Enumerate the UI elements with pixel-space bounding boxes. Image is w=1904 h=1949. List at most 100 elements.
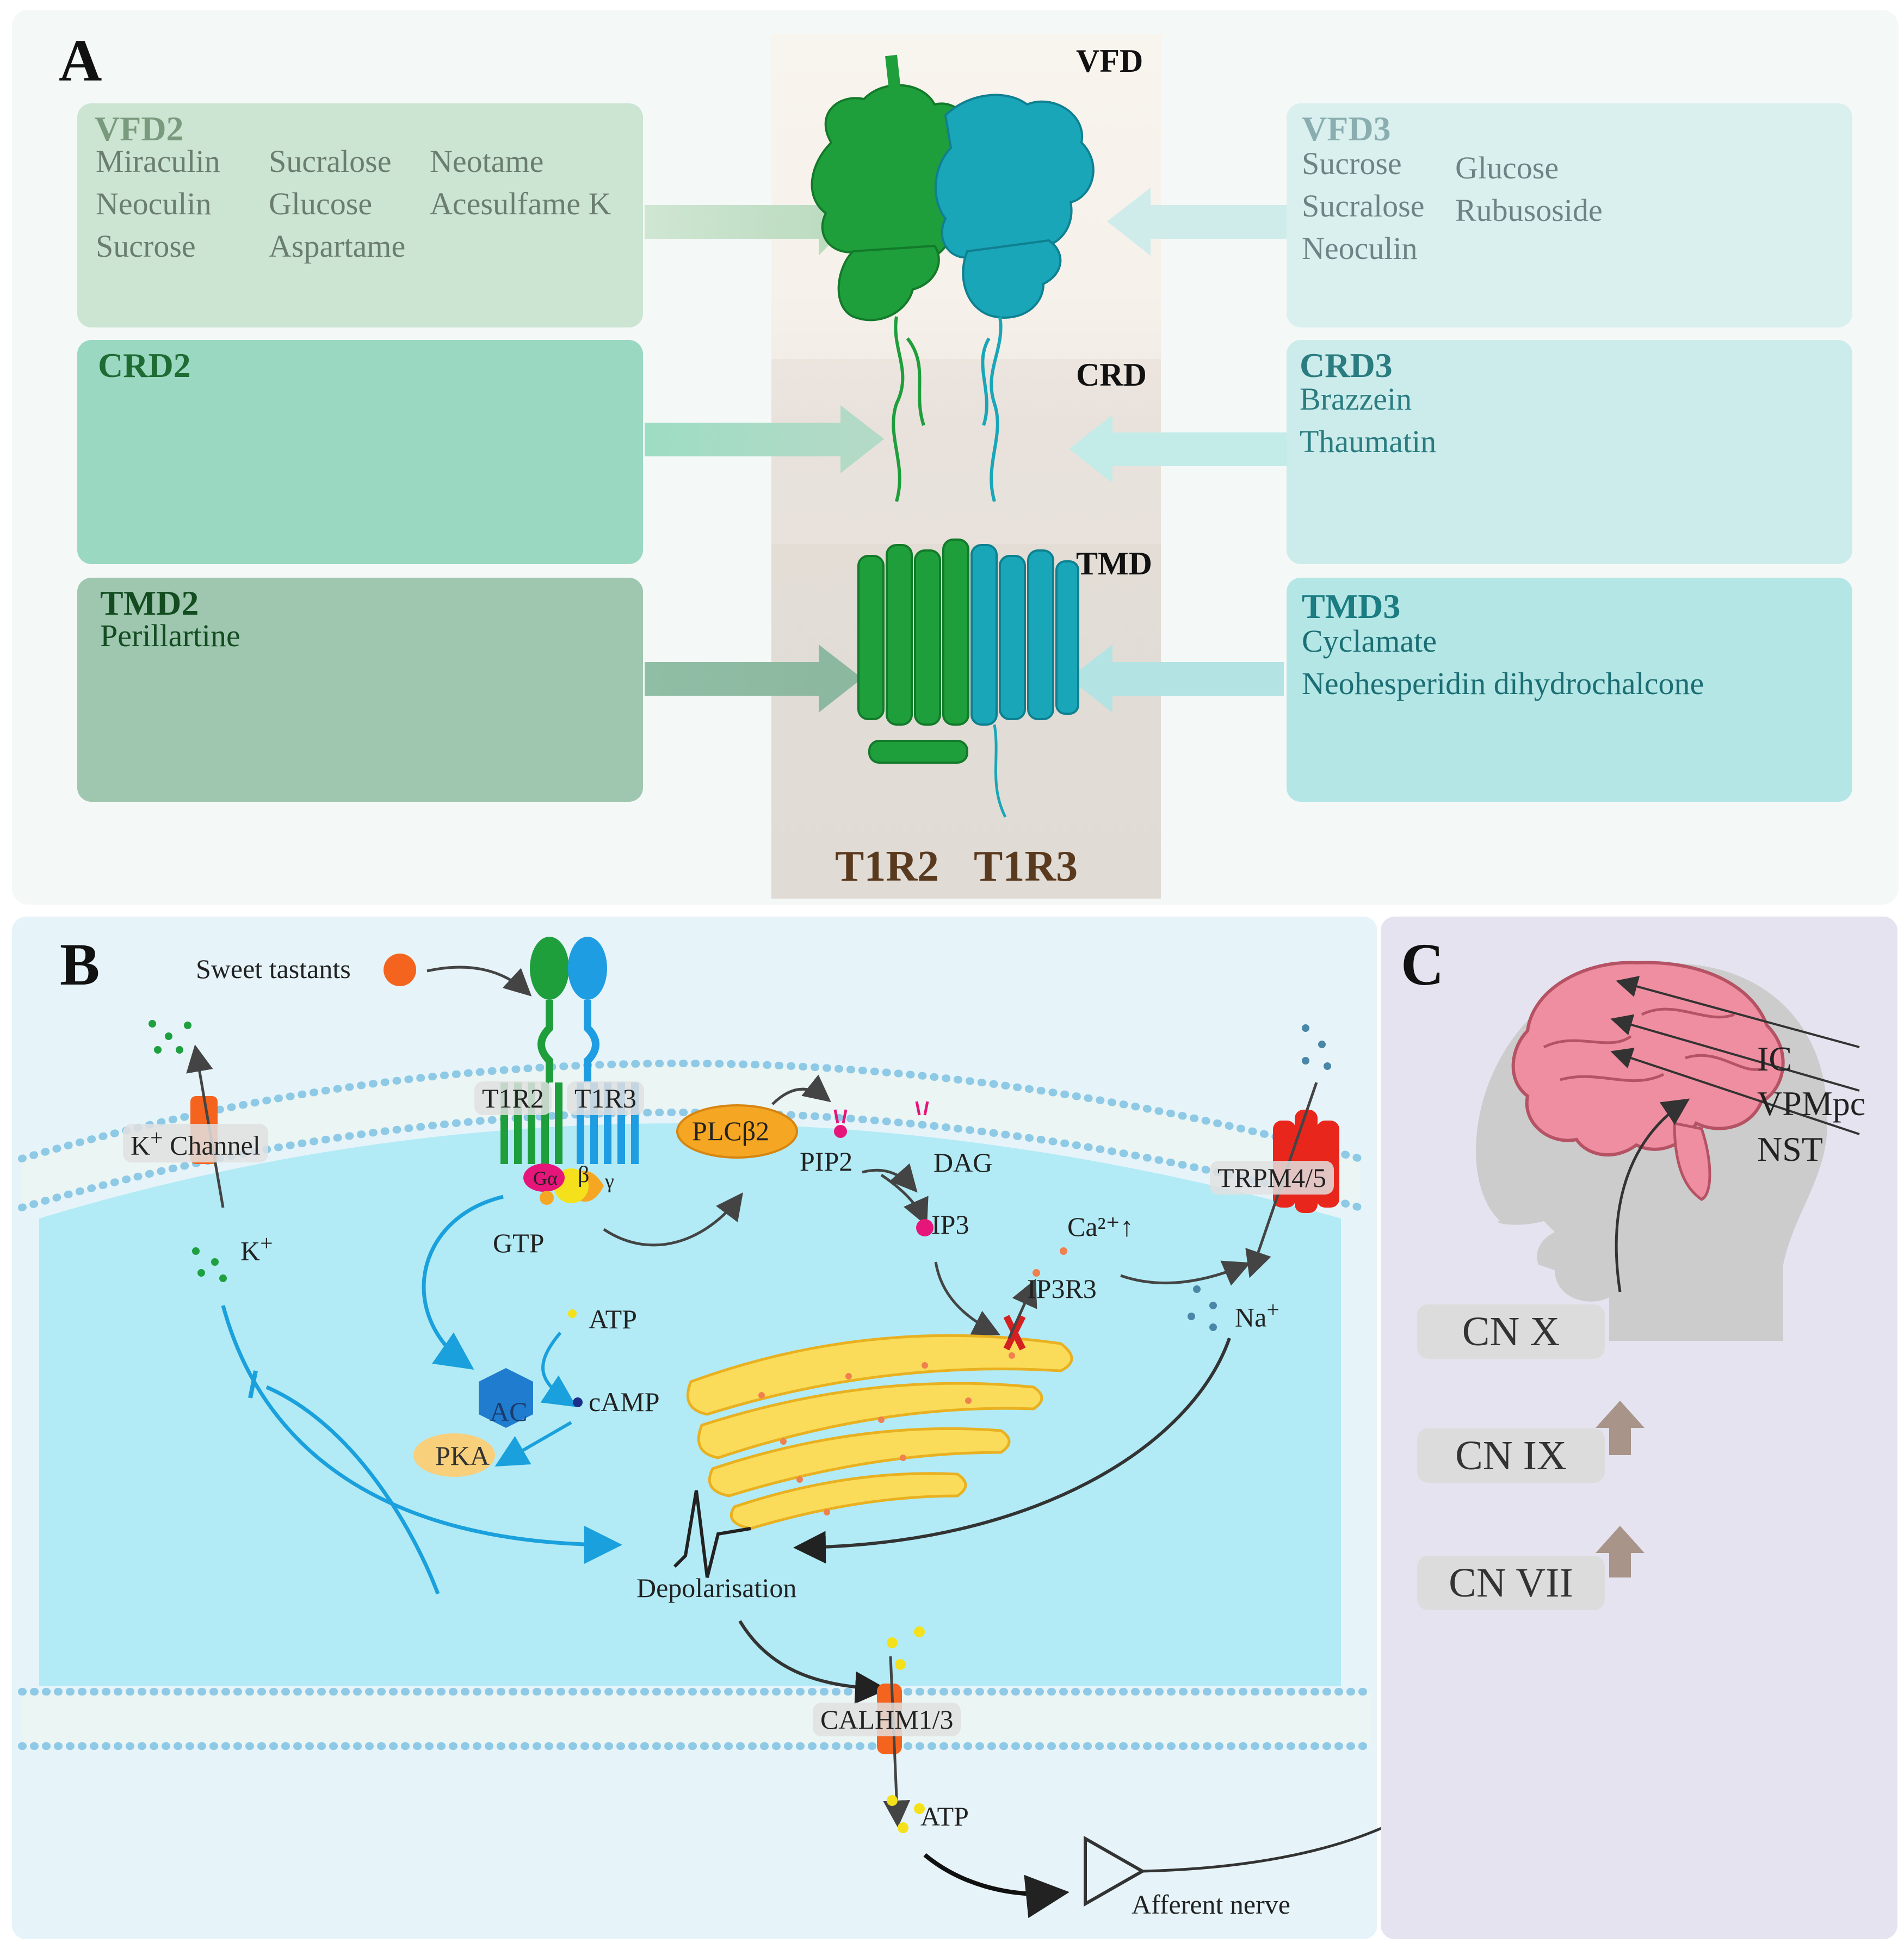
calhm-label: CALHM1/3 xyxy=(813,1703,961,1736)
brain-label-nst: NST xyxy=(1757,1130,1823,1168)
pip2-label: PIP2 xyxy=(800,1146,853,1177)
ip3r3-channel xyxy=(1003,1315,1026,1351)
pka-label: PKA xyxy=(435,1440,490,1471)
ligand: Acesulfame K xyxy=(430,186,611,221)
ligand: Sucrose xyxy=(1302,146,1402,181)
g-protein xyxy=(523,1164,604,1205)
atp-label-2: ATP xyxy=(920,1801,969,1832)
gtp-label: GTP xyxy=(493,1228,545,1258)
ip3-dot xyxy=(916,1219,934,1236)
ac-label: AC xyxy=(490,1396,528,1427)
t1r3-pill: T1R3 xyxy=(567,1081,644,1115)
dag-label: DAG xyxy=(934,1147,993,1178)
vfd2-ligands-col2: Sucralose Glucose Aspartame xyxy=(269,140,405,268)
ligand: Glucose xyxy=(1455,150,1559,185)
ligand: Perillartine xyxy=(100,618,240,653)
ligand: Glucose xyxy=(269,186,373,221)
tmd3-ligands: Cyclamate Neohesperidin dihydrochalcone xyxy=(1302,620,1704,705)
brain-label-ic: IC xyxy=(1757,1040,1792,1078)
ligand: Rubusoside xyxy=(1455,193,1603,228)
tmd-label: TMD xyxy=(1076,546,1152,581)
vfd-label: VFD xyxy=(1076,43,1143,79)
ligand: Neohesperidin dihydrochalcone xyxy=(1302,666,1704,701)
tmd2-title: TMD2 xyxy=(100,584,199,622)
cn-vii-box: CN VII xyxy=(1417,1556,1605,1610)
ligand: Neoculin xyxy=(96,186,212,221)
panel-a-letter: A xyxy=(59,27,102,94)
panel-b-graphics xyxy=(18,937,1393,1919)
tmd3-title: TMD3 xyxy=(1302,587,1401,626)
vfd2-box: VFD2 Miraculin Neoculin Sucrose Sucralos… xyxy=(77,103,643,327)
dag-icon xyxy=(915,1101,929,1116)
crd3-ligands: Brazzein Thaumatin xyxy=(1300,378,1436,463)
crd2-box: CRD2 xyxy=(77,340,643,564)
brain-icon xyxy=(1511,961,1785,1157)
vfd3-ligands-col1: Sucrose Sucralose Neoculin xyxy=(1302,143,1425,270)
t1r2-pill: T1R2 xyxy=(474,1081,552,1115)
tmd2-box: TMD2 Perillartine xyxy=(77,578,643,802)
top-membrane xyxy=(22,1063,1360,1208)
panel-b-letter: B xyxy=(60,931,100,998)
ligand: Sucrose xyxy=(96,228,196,264)
afferent-nerve-icon xyxy=(1084,1835,1146,1907)
t1r2-tmd xyxy=(857,539,969,764)
ligand: Miraculin xyxy=(96,144,220,179)
vfd2-title: VFD2 xyxy=(95,109,184,148)
crd2-title: CRD2 xyxy=(98,346,191,385)
panel-c-graphics xyxy=(1476,961,1860,1577)
t1r2-t1r3-structure xyxy=(811,54,1095,818)
k-channel-label: K+ Channel xyxy=(123,1124,268,1162)
panel-a-arrows xyxy=(645,188,1289,713)
t1r3-tmd xyxy=(970,544,1079,726)
ca-label: Ca²⁺↑ xyxy=(1067,1211,1134,1242)
g-gamma-label: γ xyxy=(605,1170,614,1193)
panel-c-letter: C xyxy=(1401,931,1444,998)
depolarisation-label: Depolarisation xyxy=(636,1573,797,1603)
ligand: Sucralose xyxy=(269,144,392,179)
pka-ellipse xyxy=(413,1433,495,1477)
t1r3-label: T1R3 xyxy=(974,843,1078,890)
brainstem xyxy=(1673,1121,1711,1201)
crd3-title: CRD3 xyxy=(1300,346,1393,385)
camp-label: cAMP xyxy=(589,1387,660,1417)
brain-label-vpmpc: VPMpc xyxy=(1757,1084,1866,1123)
cn-x-box: CN X xyxy=(1417,1304,1605,1359)
t1r2-label: T1R2 xyxy=(835,843,939,890)
g-beta-label: β xyxy=(578,1162,590,1187)
ip3-label: IP3 xyxy=(931,1209,969,1240)
vfd2-ligands-col3: Neotame Acesulfame K xyxy=(430,140,611,225)
ip3r3-label: IP3R3 xyxy=(1027,1273,1097,1304)
ligand: Neotame xyxy=(430,144,544,179)
vfd3-title: VFD3 xyxy=(1302,109,1391,148)
crd3-box: CRD3 Brazzein Thaumatin xyxy=(1287,340,1852,564)
crd-label: CRD xyxy=(1076,357,1147,393)
tastant-dot xyxy=(384,954,416,986)
tmd3-box: TMD3 Cyclamate Neohesperidin dihydrochal… xyxy=(1287,578,1852,802)
plc-ellipse xyxy=(676,1104,798,1159)
plc-label: PLCβ2 xyxy=(692,1116,770,1146)
t1r3-vfd xyxy=(934,94,1095,319)
ligand: Thaumatin xyxy=(1300,424,1437,459)
vfd2-ligands-col1: Miraculin Neoculin Sucrose xyxy=(96,140,220,268)
vfd3-ligands-col2: Glucose Rubusoside xyxy=(1455,147,1603,232)
sweet-tastants-label: Sweet tastants xyxy=(196,954,351,984)
g-alpha-label: Gα xyxy=(533,1167,558,1189)
na-label: Na+ xyxy=(1235,1297,1279,1333)
ligand: Cyclamate xyxy=(1302,623,1437,659)
k-ion-label: K+ xyxy=(240,1231,273,1266)
ligand: Sucralose xyxy=(1302,188,1425,224)
cn-ix-box: CN IX xyxy=(1417,1428,1605,1483)
atp-label-1: ATP xyxy=(589,1304,637,1334)
bottom-membrane xyxy=(22,1692,1371,1746)
vfd3-box: VFD3 Sucrose Sucralose Neoculin Glucose … xyxy=(1287,103,1852,327)
ligand: Brazzein xyxy=(1300,381,1412,417)
trpm-label: TRPM4/5 xyxy=(1210,1161,1334,1195)
ac-hexagon xyxy=(479,1368,533,1428)
action-potential xyxy=(673,1490,751,1578)
ligand: Neoculin xyxy=(1302,231,1418,266)
crd-linkers xyxy=(892,316,1003,502)
ligand: Aspartame xyxy=(269,228,406,264)
pip2-icon xyxy=(833,1109,848,1138)
endoplasmic-reticulum xyxy=(686,1334,1073,1530)
tmd2-ligands: Perillartine xyxy=(100,615,240,657)
